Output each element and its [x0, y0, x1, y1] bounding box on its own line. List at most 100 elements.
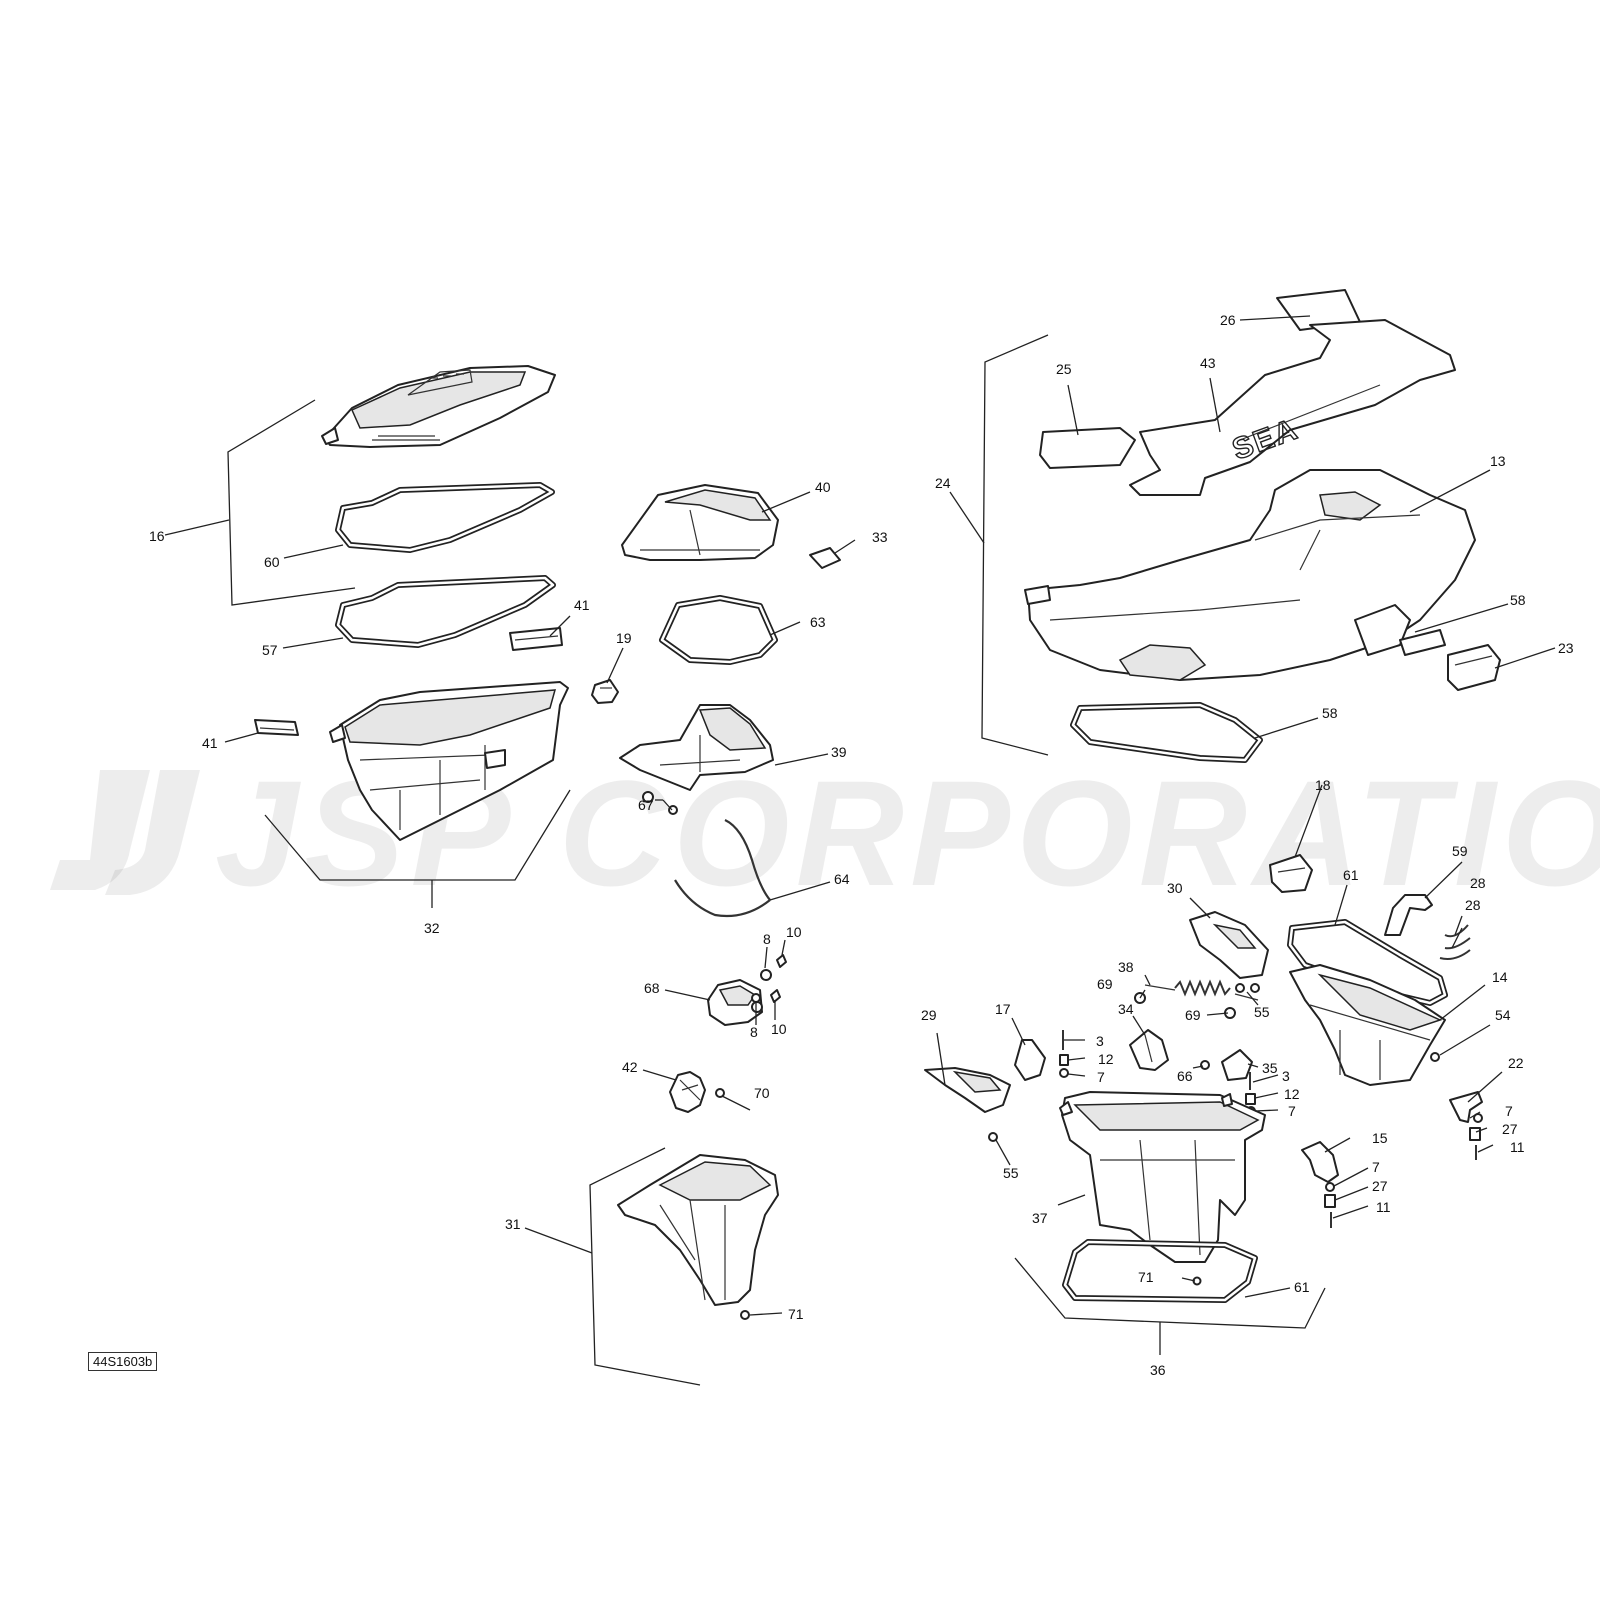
part-30-bracket — [1189, 911, 1269, 979]
callout-7-right: 7 — [1288, 1103, 1296, 1119]
callout-59: 59 — [1452, 843, 1468, 859]
callout-28-top: 28 — [1470, 875, 1486, 891]
callout-35: 35 — [1262, 1060, 1278, 1076]
part-57-gasket — [335, 575, 556, 648]
callout-60: 60 — [264, 554, 280, 570]
callout-11-right: 11 — [1510, 1139, 1525, 1155]
callout-11-bottom: 11 — [1376, 1199, 1391, 1215]
part-28-strips — [1439, 924, 1471, 960]
callout-36: 36 — [1150, 1362, 1166, 1378]
callout-31: 31 — [505, 1216, 521, 1232]
callout-61-top: 61 — [1343, 867, 1359, 883]
callout-64: 64 — [834, 871, 850, 887]
callout-10-bottom: 10 — [771, 1021, 787, 1037]
part-7-27-11-fasteners-right — [1469, 1113, 1483, 1160]
callout-38: 38 — [1118, 959, 1134, 975]
callout-7-far-right: 7 — [1505, 1103, 1513, 1119]
part-34-block — [1129, 1029, 1169, 1071]
part-37-large-bin — [1059, 1091, 1266, 1263]
callout-37: 37 — [1032, 1210, 1048, 1226]
part-39-housing — [619, 704, 774, 791]
part-54-screw — [1430, 1052, 1440, 1062]
callout-40: 40 — [815, 479, 831, 495]
part-7-27-11-fasteners-bottom — [1324, 1182, 1336, 1228]
part-64-cable — [674, 819, 771, 918]
callout-69-top: 69 — [1097, 976, 1113, 992]
callout-22: 22 — [1508, 1055, 1524, 1071]
callout-41-left: 41 — [202, 735, 218, 751]
part-33-clip — [809, 547, 841, 569]
callout-17: 17 — [995, 1001, 1011, 1017]
part-8-10-small-parts — [751, 954, 787, 1003]
callout-33: 33 — [872, 529, 888, 545]
callout-30: 30 — [1167, 880, 1183, 896]
part-13-deck — [1024, 469, 1476, 681]
callout-71-right: 71 — [1138, 1269, 1154, 1285]
callout-12-left: 12 — [1098, 1051, 1114, 1067]
part-61-gasket-top — [1287, 919, 1448, 1006]
part-41-latch-left — [254, 719, 299, 736]
callout-26: 26 — [1220, 312, 1236, 328]
callout-55-top: 55 — [1254, 1004, 1270, 1020]
callout-19: 19 — [616, 630, 632, 646]
callout-58-bottom: 58 — [1322, 705, 1338, 721]
callout-70: 70 — [754, 1085, 770, 1101]
callout-27-right: 27 — [1502, 1121, 1518, 1137]
part-40-cover — [621, 484, 779, 561]
part-29-bracket — [924, 1067, 1011, 1142]
callout-10-top: 10 — [786, 924, 802, 940]
part-22-bracket — [1449, 1091, 1483, 1123]
callout-24: 24 — [935, 475, 951, 491]
part-66-screw — [1200, 1060, 1210, 1070]
callout-3-right: 3 — [1282, 1068, 1290, 1084]
callout-27-bottom: 27 — [1372, 1178, 1388, 1194]
watermark: JSP CORPORATION — [50, 749, 1600, 917]
part-19-latch — [591, 679, 619, 704]
callout-69-bottom: 69 — [1185, 1007, 1201, 1023]
part-14-tray — [1289, 964, 1446, 1086]
part-63-gasket — [659, 595, 778, 665]
callout-12-right: 12 — [1284, 1086, 1300, 1102]
part-15-bracket — [1301, 1141, 1339, 1183]
callout-7-bottom: 7 — [1372, 1159, 1380, 1175]
part-35-clip — [1221, 1049, 1253, 1081]
callout-7-left: 7 — [1097, 1069, 1105, 1085]
part-25-decal — [1039, 427, 1136, 469]
part-3-12-7-fasteners-left — [1059, 1030, 1069, 1078]
callout-54: 54 — [1495, 1007, 1511, 1023]
part-55-screws-top — [1235, 983, 1260, 993]
callout-34: 34 — [1118, 1001, 1134, 1017]
part-68-lock-cylinder — [707, 979, 763, 1026]
callout-13: 13 — [1490, 453, 1506, 469]
callout-67: 67 — [638, 797, 654, 813]
part-42-knob — [669, 1071, 725, 1113]
callout-42: 42 — [622, 1059, 638, 1075]
part-41-latch-right — [509, 627, 563, 651]
callout-29: 29 — [921, 1007, 937, 1023]
part-58-gasket — [1070, 702, 1263, 763]
part-32-storage-bin — [329, 681, 569, 841]
callout-8-bottom: 8 — [750, 1024, 758, 1040]
callout-58-top: 58 — [1510, 592, 1526, 608]
part-60-gasket — [335, 482, 555, 553]
callout-23: 23 — [1558, 640, 1574, 656]
part-23-cap — [1447, 644, 1501, 691]
callout-63: 63 — [810, 614, 826, 630]
leader-lines — [164, 315, 1556, 1386]
callout-16: 16 — [149, 528, 165, 544]
callout-14: 14 — [1492, 969, 1508, 985]
callout-55-bottom: 55 — [1003, 1165, 1019, 1181]
diagram-reference-code: 44S1603b — [88, 1352, 158, 1371]
callouts: 16 60 57 41 41 32 40 33 63 19 39 67 64 8… — [149, 312, 1574, 1378]
callout-3-left: 3 — [1096, 1033, 1104, 1049]
part-18-hinge — [1269, 854, 1313, 893]
callout-39: 39 — [831, 744, 847, 760]
callout-8-top: 8 — [763, 931, 771, 947]
callout-32: 32 — [424, 920, 440, 936]
part-59-handle — [1384, 894, 1433, 936]
part-31-storage-bin — [617, 1154, 779, 1320]
callout-41-right: 41 — [574, 597, 590, 613]
part-43-deck-mat: SEA — [1129, 319, 1456, 496]
callout-43: 43 — [1200, 355, 1216, 371]
